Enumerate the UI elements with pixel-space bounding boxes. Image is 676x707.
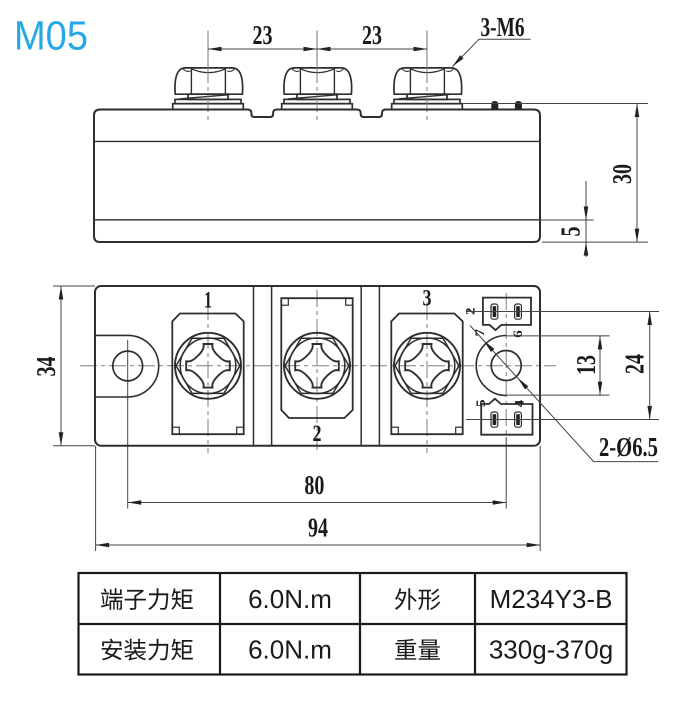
- svg-text:94: 94: [308, 513, 328, 543]
- svg-text:5: 5: [556, 227, 586, 237]
- svg-text:1: 1: [204, 288, 212, 313]
- svg-text:30: 30: [607, 164, 637, 184]
- svg-text:80: 80: [304, 470, 324, 500]
- svg-text:34: 34: [31, 357, 61, 377]
- svg-text:M234Y3-B: M234Y3-B: [490, 584, 613, 614]
- svg-text:6.0N.m: 6.0N.m: [248, 635, 332, 665]
- svg-text:2: 2: [313, 421, 322, 446]
- svg-text:M05: M05: [14, 13, 88, 59]
- svg-text:24: 24: [620, 354, 650, 374]
- svg-text:2-Ø6.5: 2-Ø6.5: [599, 432, 658, 462]
- svg-text:5: 5: [473, 399, 488, 407]
- svg-text:23: 23: [253, 20, 273, 50]
- svg-text:13: 13: [571, 355, 601, 375]
- svg-text:6.0N.m: 6.0N.m: [248, 584, 332, 614]
- svg-text:4: 4: [512, 399, 527, 407]
- svg-text:3: 3: [423, 286, 432, 311]
- svg-text:330g-370g: 330g-370g: [489, 635, 613, 665]
- svg-text:7: 7: [472, 328, 487, 336]
- svg-text:3-M6: 3-M6: [481, 12, 525, 42]
- svg-text:6: 6: [510, 330, 525, 338]
- svg-text:23: 23: [362, 20, 382, 50]
